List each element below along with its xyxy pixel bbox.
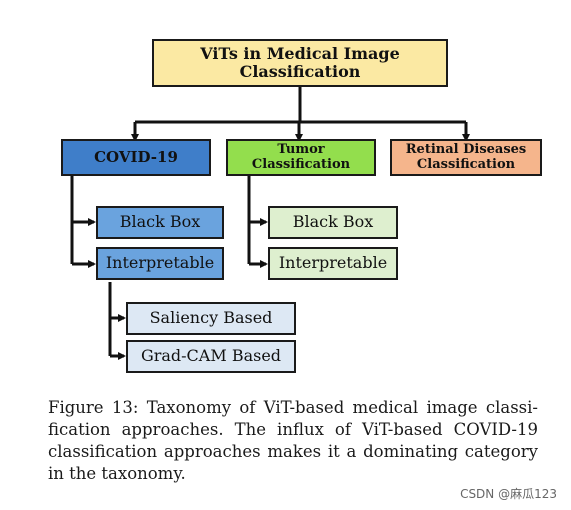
covid-blackbox-label: Black Box: [119, 212, 201, 232]
root-label: ViTs in Medical Image Classification: [200, 43, 400, 81]
category-tumor-node: Tumor Classification: [226, 139, 376, 176]
tumor-blackbox-label: Black Box: [292, 212, 374, 232]
root-node: ViTs in Medical Image Classification: [152, 39, 448, 87]
figure-caption: Figure 13: Taxonomy of ViT-based medical…: [48, 398, 538, 483]
saliency-label: Saliency Based: [149, 308, 273, 328]
tumor-interpretable-label: Interpretable: [278, 253, 388, 273]
category-retinal-node: Retinal Diseases Classification: [390, 139, 542, 176]
category-tumor-label: Tumor Classification: [251, 141, 351, 172]
covid-blackbox-node: Black Box: [96, 206, 224, 239]
gradcam-label: Grad-CAM Based: [140, 346, 282, 366]
category-retinal-label: Retinal Diseases Classification: [405, 141, 527, 172]
gradcam-node: Grad-CAM Based: [126, 340, 296, 373]
category-covid-node: COVID-19: [61, 139, 211, 176]
saliency-node: Saliency Based: [126, 302, 296, 335]
category-covid-label: COVID-19: [94, 147, 178, 166]
covid-interpretable-node: Interpretable: [96, 247, 224, 280]
taxonomy-connectors: [70, 86, 470, 360]
watermark: CSDN @麻瓜123: [460, 487, 557, 501]
tumor-blackbox-node: Black Box: [268, 206, 398, 239]
tumor-interpretable-node: Interpretable: [268, 247, 398, 280]
covid-interpretable-label: Interpretable: [105, 253, 215, 273]
